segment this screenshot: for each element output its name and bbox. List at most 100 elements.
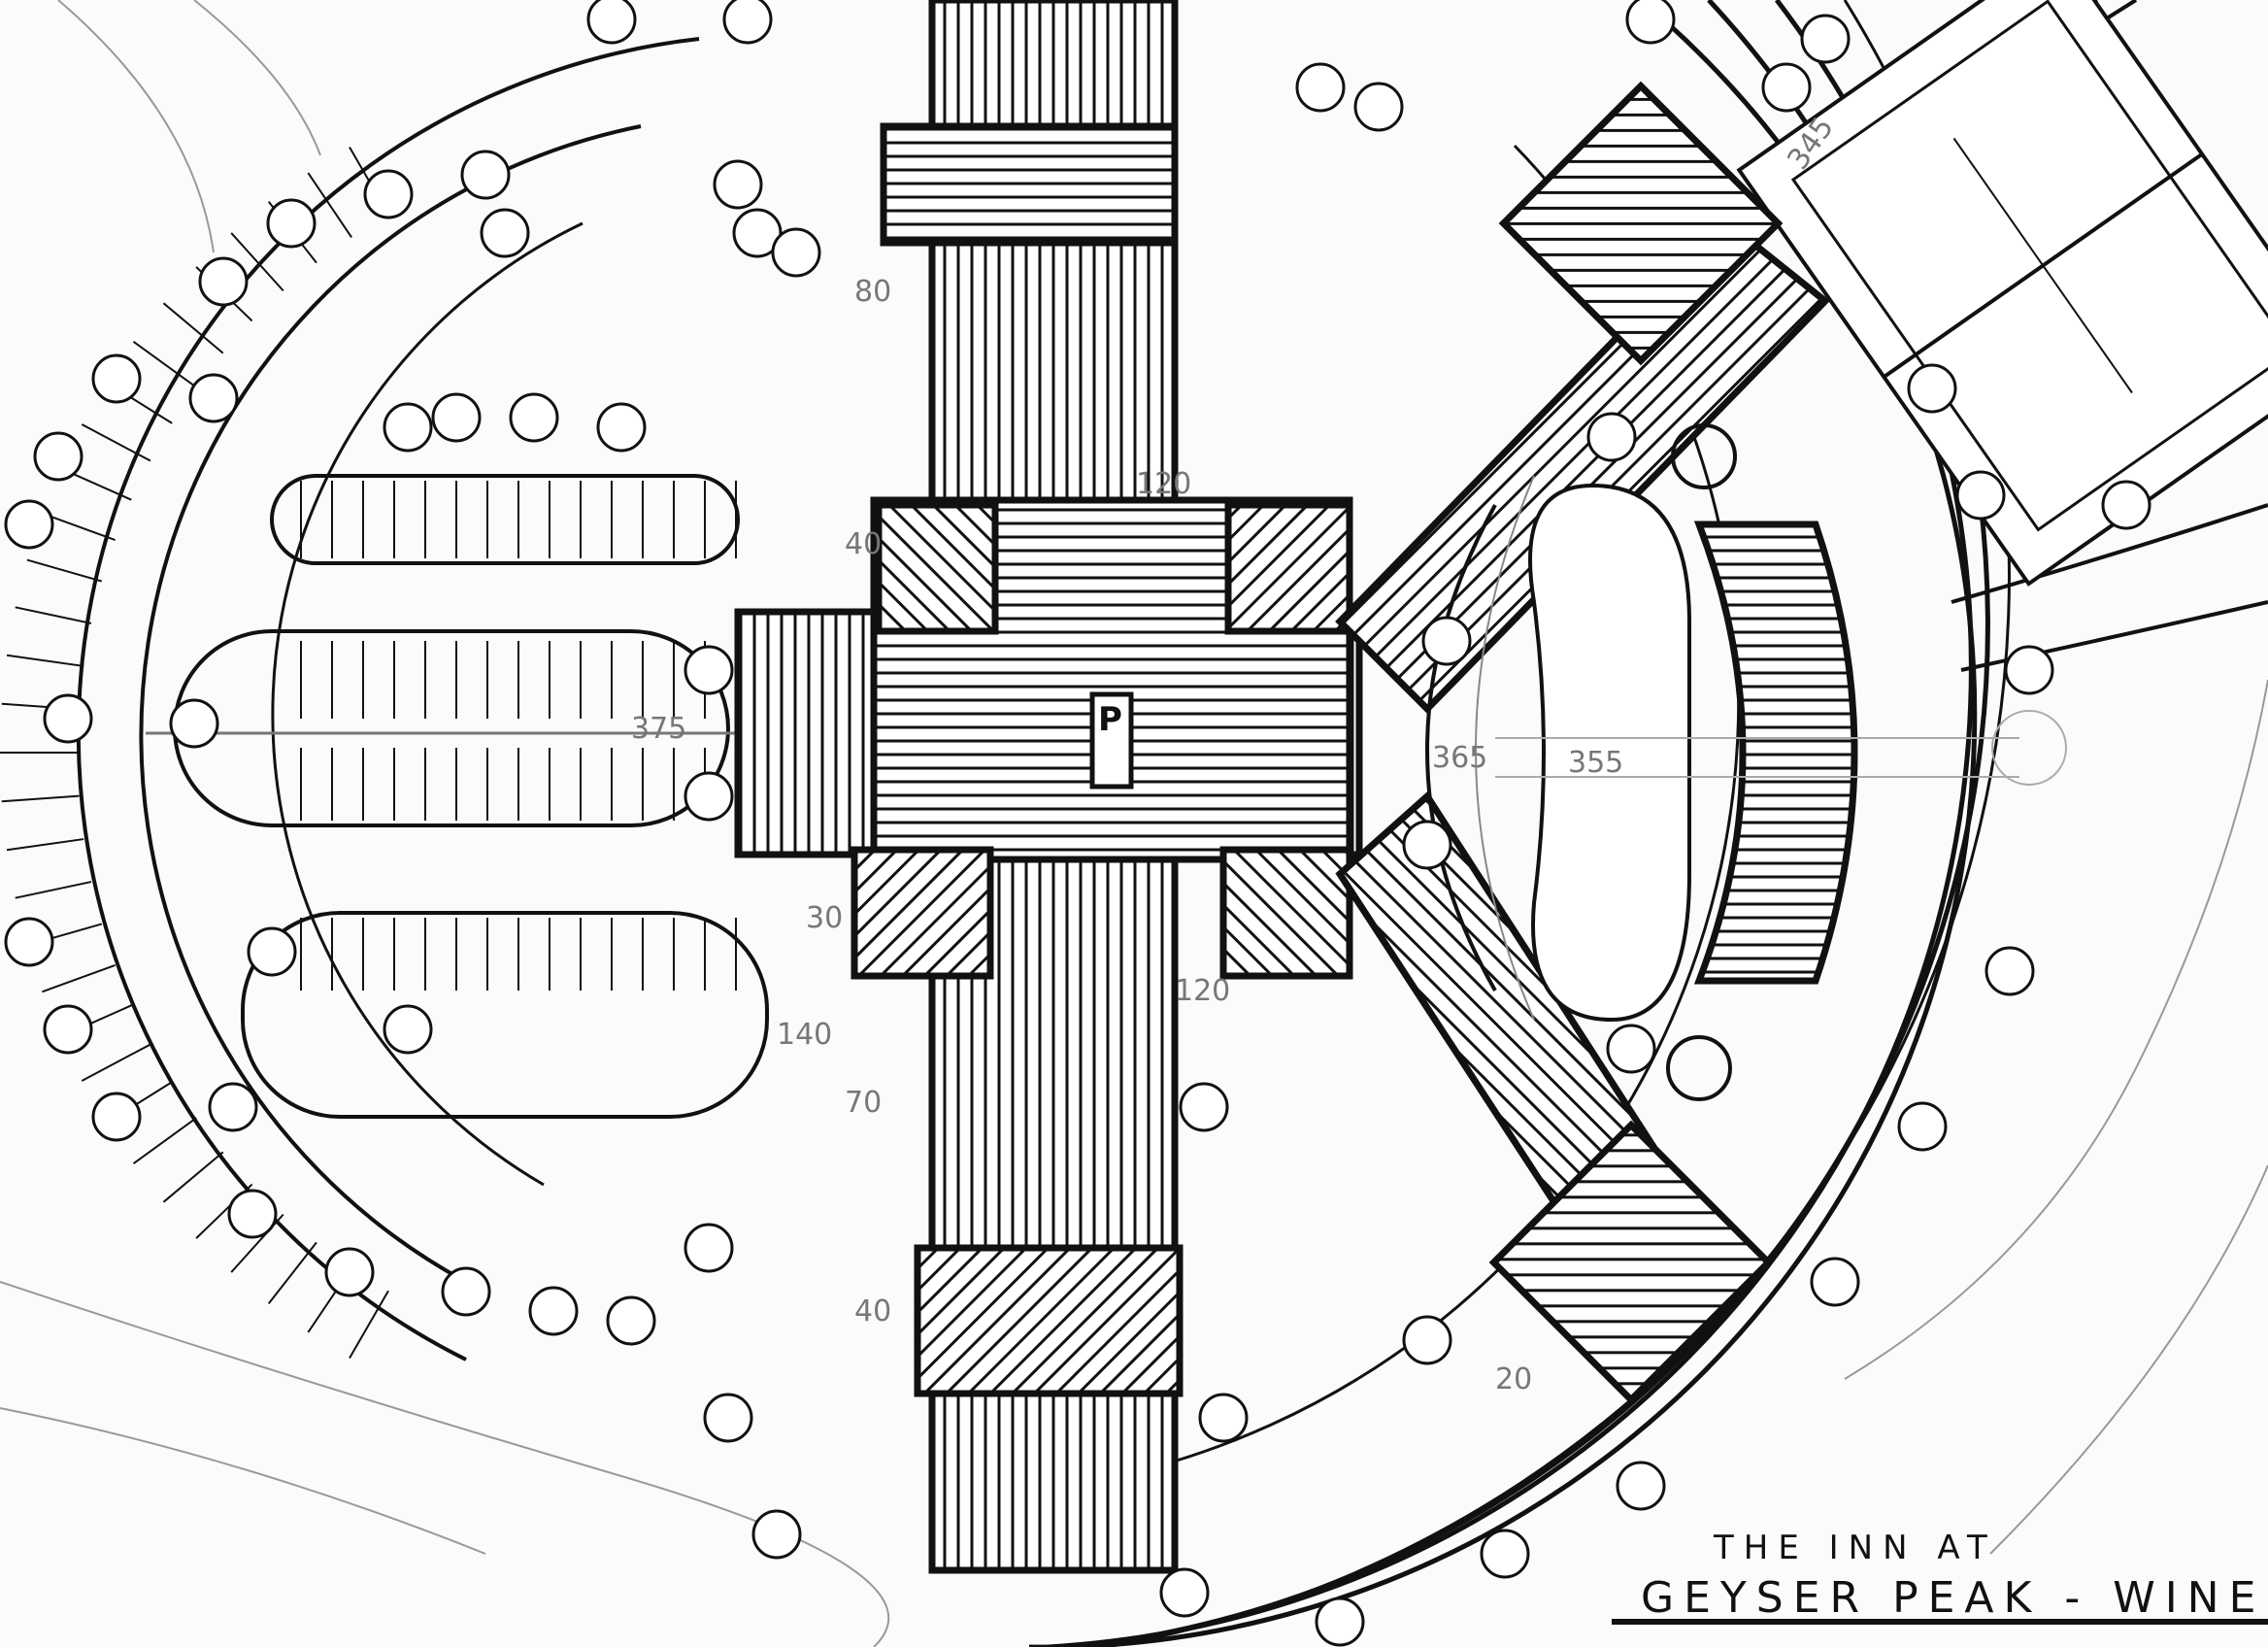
- dimension-120-north: 120: [1136, 467, 1191, 501]
- swimming-pool: [1528, 483, 1691, 1023]
- tree-icon: [2004, 645, 2054, 695]
- tree-icon: [227, 1189, 278, 1239]
- elevation-365: 365: [1432, 741, 1487, 775]
- parking-stall-line: [132, 340, 197, 388]
- center-mark: P: [1089, 691, 1134, 790]
- tree-icon: [43, 693, 93, 744]
- tree-icon: [383, 1004, 433, 1055]
- tree-icon: [751, 1509, 802, 1560]
- parking-stall-line: [15, 881, 92, 899]
- tree-icon: [606, 1295, 656, 1346]
- parking-loop: [76, 37, 769, 1361]
- tree-icon: [1402, 1315, 1452, 1365]
- parking-stalls: [0, 146, 737, 1360]
- tree-icon: [684, 1223, 734, 1273]
- tree-icon: [1761, 62, 1812, 113]
- tree-icon: [1907, 363, 1957, 414]
- tree-icon: [188, 373, 239, 423]
- tree-icon: [1402, 820, 1452, 870]
- title-line-1: THE INN AT: [1713, 1529, 1997, 1567]
- tree-icon: [732, 208, 783, 258]
- tree-icon: [1897, 1101, 1948, 1152]
- elevation-355: 355: [1568, 746, 1623, 780]
- building-sw-pavilion: [850, 846, 994, 980]
- tree-icon: [1955, 470, 2006, 521]
- tree-icon: [247, 926, 297, 977]
- tree-icon: [43, 1004, 93, 1055]
- tree-icon: [431, 392, 482, 443]
- tree-icon: [1353, 82, 1404, 132]
- tree-icon: [1616, 1461, 1666, 1511]
- parking-stall-line: [267, 1241, 317, 1304]
- tree-icon: [528, 1286, 579, 1336]
- parking-island-north: [270, 474, 740, 565]
- title-line-2: GEYSER PEAK - WINER: [1641, 1573, 2268, 1623]
- building-nw-pavilion: [875, 501, 999, 635]
- tree-icon: [1810, 1257, 1860, 1307]
- tree-icon: [684, 771, 734, 822]
- tree-icon: [383, 402, 433, 453]
- dimension-20: 20: [1495, 1362, 1532, 1396]
- tree-icon: [703, 1393, 753, 1443]
- tree-icon: [1800, 14, 1851, 64]
- building-ne-pavilion: [1224, 501, 1353, 635]
- parking-stall-line: [15, 606, 92, 624]
- tree-icon: [208, 1082, 258, 1132]
- tree-icon: [1159, 1567, 1210, 1618]
- tree-icon: [266, 198, 317, 249]
- parking-stall-line: [162, 1151, 224, 1203]
- tree-icon: [91, 353, 142, 404]
- building-south-pavilion: [914, 1244, 1184, 1397]
- parking-stall-line: [6, 838, 84, 852]
- parking-stall-line: [81, 1043, 151, 1082]
- tree-icon: [1625, 0, 1676, 45]
- dimension-140: 140: [777, 1018, 832, 1052]
- parking-stall-line: [6, 654, 84, 667]
- tree-icon: [324, 1247, 375, 1297]
- tree-icon: [441, 1266, 491, 1317]
- tree-icon: [596, 402, 647, 453]
- tree-icon: [586, 0, 637, 45]
- tree-icon: [4, 917, 54, 967]
- dimension-40-south: 40: [854, 1294, 891, 1328]
- tree-icon: [1198, 1393, 1249, 1443]
- tree-icon: [2101, 480, 2151, 530]
- parking-stall-line: [81, 423, 151, 462]
- parking-stall-line: [230, 232, 284, 292]
- tree-icon: [33, 431, 83, 482]
- tree-icon: [713, 159, 763, 210]
- tree-icon: [91, 1092, 142, 1142]
- tree-icon: [1480, 1529, 1530, 1579]
- parking-stall-line: [1, 794, 80, 803]
- parking-stall-line: [42, 512, 116, 542]
- tree-icon: [198, 256, 249, 307]
- dimension-80: 80: [854, 275, 891, 309]
- tree-icon: [1179, 1082, 1229, 1132]
- parking-stall-line: [162, 302, 224, 354]
- inn-building: [734, 0, 1858, 1574]
- building-se-pavilion: [1219, 846, 1353, 980]
- building-se-pavilion-end: [1488, 1120, 1774, 1405]
- tree-icon: [1295, 62, 1346, 113]
- tree-icon: [771, 227, 821, 278]
- parking-stall-line: [349, 1290, 389, 1360]
- building-ne-pavilion-end: [1498, 81, 1784, 366]
- building-north-pavilion: [880, 122, 1179, 247]
- building-east-block: [1693, 521, 1858, 985]
- tennis-courts: [1736, 0, 2268, 587]
- parking-stall-line: [26, 558, 103, 583]
- tree-icon: [480, 208, 530, 258]
- parking-stall-line: [132, 1117, 197, 1165]
- building-ne-wing: [1335, 218, 1831, 714]
- tree-icon: [363, 169, 414, 219]
- tree-icon: [4, 499, 54, 550]
- dimension-70: 70: [845, 1086, 882, 1120]
- elevation-375: 375: [631, 712, 686, 746]
- tree-icon: [169, 698, 219, 749]
- tree-icon: [722, 0, 773, 45]
- parking-stall-line: [307, 172, 352, 238]
- parking-island-south: [241, 911, 769, 1119]
